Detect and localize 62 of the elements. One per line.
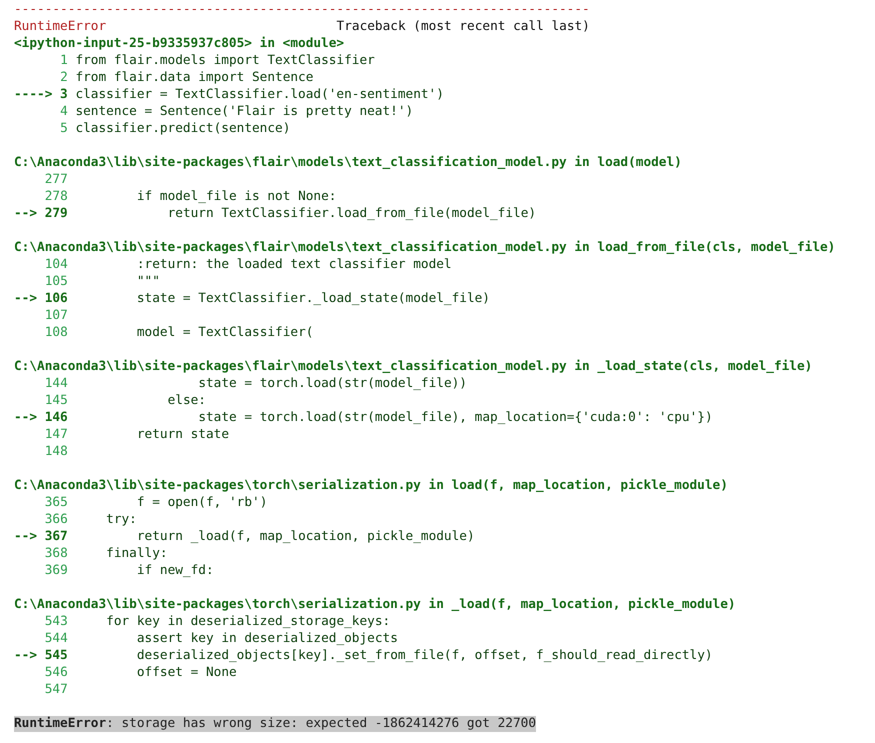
file-path: C:\Anaconda3\lib\site-packages\flair\models\text_classification_model.py in load_from_file(cls, model_file) [14,240,836,256]
current-line-marker: --> 146 [14,410,68,426]
code-line: offset = None [136,665,237,681]
line-number: 148 [44,444,68,460]
code-line: state = torch.load(str(model_file), map_location={'cuda:0': 'cpu'}) [198,410,713,426]
code-line: deserialized_objects[key]._set_from_file(f, offset, f_should_read_directly) [136,648,713,664]
file-path: C:\Anaconda3\lib\site-packages\flair\models\text_classification_model.py in _load_state(cls, model_file) [14,359,812,375]
line-number: 5 [60,121,68,137]
line-number: 4 [60,104,68,120]
file-path: C:\Anaconda3\lib\site-packages\flair\models\text_classification_model.py in load(model) [14,155,682,171]
file-path: <ipython-input-25-b9335937c805> in <module> [14,36,344,52]
code-line: model = TextClassifier( [136,325,314,341]
error-message: RuntimeError: storage has wrong size: expected -1862414276 got 22700 [14,716,536,732]
current-line-marker: --> 367 [14,529,68,545]
current-line-marker: --> 545 [14,648,68,664]
code-line: if model_file is not None: [136,189,336,205]
line-number: 144 [44,376,68,392]
current-line-marker: --> 279 [14,206,68,222]
line-number: 365 [44,495,68,511]
current-line-marker: --> 106 [14,291,68,307]
line-number: 368 [44,546,68,562]
line-number: 107 [44,308,68,324]
error-name: RuntimeError [14,19,106,35]
code-line: return TextClassifier.load_from_file(model_file) [168,206,536,222]
code-line: else: [168,393,206,409]
traceback-header: Traceback (most recent call last) [336,19,590,35]
code-line: return state [136,427,229,443]
line-number: 104 [44,257,68,273]
line-number: 145 [44,393,68,409]
code-line: if new_fd: [136,563,214,579]
separator-text: --------------------------------------------------------------------------- [14,2,590,18]
code-line: try: [106,512,137,528]
code-line: assert key in deserialized_objects [136,631,398,647]
line-number: 369 [44,563,68,579]
code-line: sentence = Sentence('Flair is pretty neat!') [75,104,414,120]
line-number: 546 [44,665,68,681]
code-line: for key in deserialized_storage_keys: [106,614,390,630]
code-line: state = torch.load(str(model_file)) [198,376,467,392]
code-line: return _load(f, map_location, pickle_module) [136,529,475,545]
line-number: 2 [60,70,68,86]
line-number: 108 [44,325,68,341]
line-number: 544 [44,631,68,647]
line-number: 277 [44,172,68,188]
code-line: from flair.models import TextClassifier [75,53,375,69]
code-line: classifier = TextClassifier.load('en-sentiment') [75,87,444,103]
current-line-marker: ----> 3 [14,87,68,103]
code-line: classifier.predict(sentence) [75,121,290,137]
line-number: 1 [60,53,68,69]
code-line: state = TextClassifier._load_state(model_file) [136,291,490,307]
code-line: """ [136,274,160,290]
code-line: from flair.data import Sentence [75,70,314,86]
line-number: 366 [44,512,68,528]
file-path: C:\Anaconda3\lib\site-packages\torch\serialization.py in _load(f, map_location, pickle_module) [14,597,736,613]
line-number: 147 [44,427,68,443]
code-line: f = open(f, 'rb') [136,495,268,511]
code-line: :return: the loaded text classifier model [136,257,452,273]
line-number: 278 [44,189,68,205]
file-path: C:\Anaconda3\lib\site-packages\torch\serialization.py in load(f, map_location, pickle_module) [14,478,728,494]
line-number: 543 [44,614,68,630]
code-line: finally: [106,546,168,562]
line-number: 547 [44,682,68,698]
line-number: 105 [44,274,68,290]
